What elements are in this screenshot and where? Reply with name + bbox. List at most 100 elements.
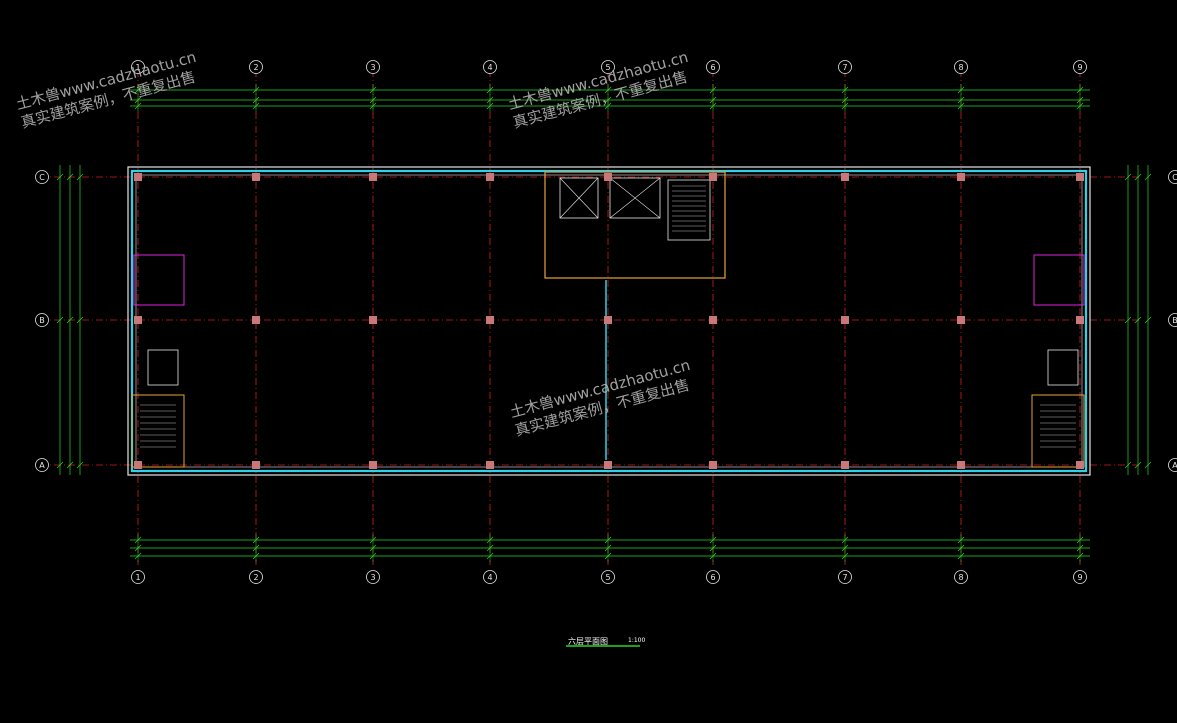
outer-wall: [127, 166, 1091, 476]
column: [841, 316, 849, 324]
axis-label-c: C: [1172, 173, 1177, 182]
curtain-wall-glazing: [130, 169, 1088, 473]
elevator-cross: [559, 177, 599, 219]
dimension-tick: [1124, 316, 1132, 324]
stair-left: [131, 394, 185, 468]
column: [486, 316, 494, 324]
axis-grid-lines: [40, 70, 1140, 565]
axis-bubble-9: [1073, 570, 1087, 584]
column: [709, 173, 717, 181]
axis-bubble-c: [1168, 170, 1177, 184]
elevator-left: [147, 349, 179, 386]
column: [957, 316, 965, 324]
column: [709, 316, 717, 324]
column: [134, 316, 142, 324]
column: [369, 173, 377, 181]
axis-bubble-8: [954, 60, 968, 74]
dimension-tick: [1134, 316, 1142, 324]
column: [486, 173, 494, 181]
dimension-tick: [66, 173, 74, 181]
axis-label-6: 6: [710, 63, 715, 72]
axis-label-2: 2: [253, 573, 258, 582]
axis-bubble-2: [249, 570, 263, 584]
axis-label-8: 8: [958, 63, 963, 72]
axis-label-7: 7: [842, 573, 847, 582]
dimension-tick: [76, 173, 84, 181]
dimension-tick: [56, 461, 64, 469]
axis-label-7: 7: [842, 63, 847, 72]
column: [841, 173, 849, 181]
axis-bubble-3: [366, 570, 380, 584]
dimension-tick: [56, 173, 64, 181]
column: [841, 461, 849, 469]
dimension-tick: [1134, 461, 1142, 469]
column: [252, 461, 260, 469]
dimension-tick: [56, 316, 64, 324]
column: [604, 173, 612, 181]
axis-bubble-2: [249, 60, 263, 74]
axis-bubble-9: [1073, 60, 1087, 74]
axis-bubble-a: [35, 458, 49, 472]
building-core: [131, 171, 1085, 468]
stair-elevator-core: [544, 171, 726, 279]
dimension-tick: [76, 316, 84, 324]
column: [252, 316, 260, 324]
axis-bubble-a: [1168, 458, 1177, 472]
drawing-title-block: 六层平面图 1:100: [568, 636, 645, 647]
axis-bubble-5: [601, 570, 615, 584]
elevator-shaft-1: [559, 177, 599, 219]
axis-label-6: 6: [710, 573, 715, 582]
dimension-tick: [76, 461, 84, 469]
axis-bubble-6: [706, 60, 720, 74]
dimension-tick: [66, 316, 74, 324]
axis-bubble-5: [601, 60, 615, 74]
axis-label-5: 5: [605, 63, 610, 72]
axis-bubble-3: [366, 60, 380, 74]
axis-label-1: 1: [135, 63, 140, 72]
axis-label-a: A: [1172, 461, 1177, 470]
axis-bubble-b: [1168, 313, 1177, 327]
axis-label-3: 3: [370, 63, 375, 72]
dimension-lines: [56, 84, 1152, 647]
column: [604, 461, 612, 469]
axis-label-4: 4: [487, 573, 492, 582]
column: [486, 461, 494, 469]
axis-bubble-1: [131, 570, 145, 584]
axis-bubble-4: [483, 60, 497, 74]
dimension-tick: [1134, 173, 1142, 181]
dimension-tick: [1124, 461, 1132, 469]
axis-label-9: 9: [1077, 573, 1082, 582]
axis-bubble-8: [954, 570, 968, 584]
stair-right: [1031, 394, 1085, 468]
axis-label-1: 1: [135, 573, 140, 582]
axis-label-8: 8: [958, 573, 963, 582]
stair-core-center: [667, 179, 711, 241]
axis-label-a: A: [39, 461, 45, 470]
column: [1076, 316, 1084, 324]
axis-bubble-6: [706, 570, 720, 584]
column: [957, 461, 965, 469]
toilet-left: [133, 254, 185, 306]
elevator-shaft-2: [609, 177, 661, 219]
dimension-tick: [1144, 316, 1152, 324]
axis-label-b: B: [39, 316, 45, 325]
column: [134, 461, 142, 469]
column: [252, 173, 260, 181]
column: [1076, 173, 1084, 181]
column: [1076, 461, 1084, 469]
axis-label-c: C: [39, 173, 45, 182]
axis-bubble-7: [838, 60, 852, 74]
elevator-right: [1047, 349, 1079, 386]
axis-label-3: 3: [370, 573, 375, 582]
axis-label-b: B: [1172, 316, 1177, 325]
dimension-tick: [1144, 461, 1152, 469]
drawing-title: 六层平面图: [568, 637, 608, 646]
elevator-cross: [609, 177, 661, 219]
column: [709, 461, 717, 469]
axis-bubble-c: [35, 170, 49, 184]
column: [369, 461, 377, 469]
axis-bubble-1: [131, 60, 145, 74]
axis-bubble-b: [35, 313, 49, 327]
dimension-tick: [66, 461, 74, 469]
axis-label-4: 4: [487, 63, 492, 72]
